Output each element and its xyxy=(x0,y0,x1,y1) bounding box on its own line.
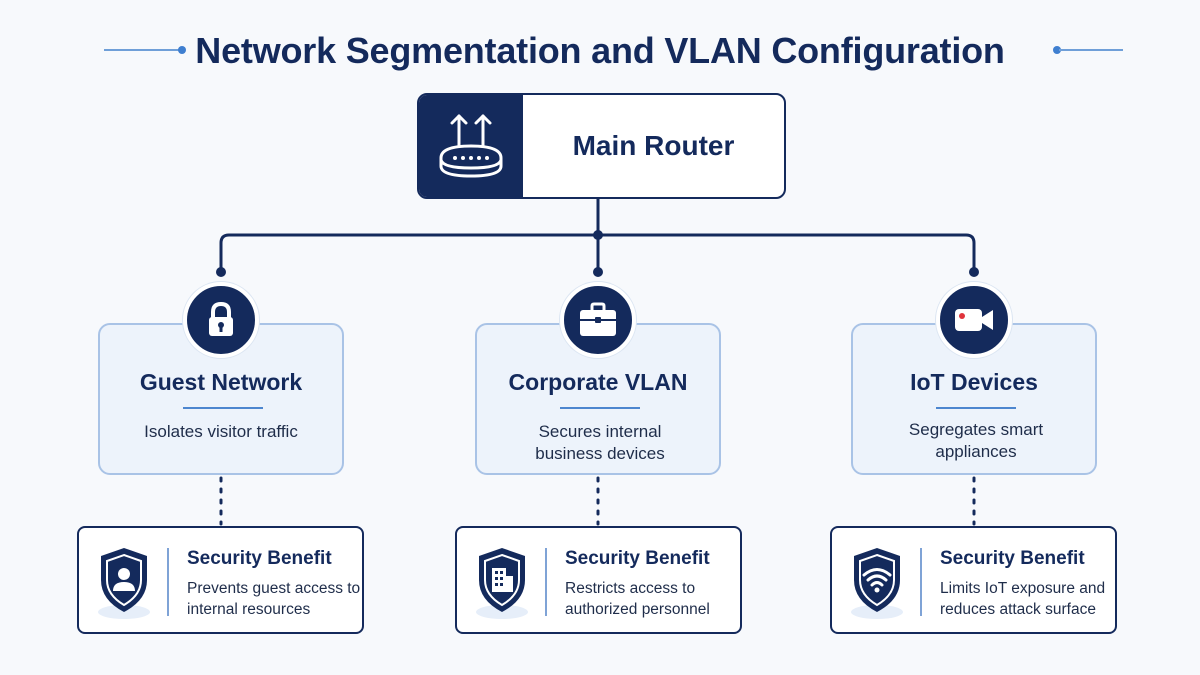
segment-divider xyxy=(183,407,263,409)
benefit-text: Prevents guest access to internal resour… xyxy=(187,580,361,618)
benefit-card-iot: Security Benefit Limits IoT exposure and… xyxy=(830,526,1117,634)
segment-description: Segregates smart appliances xyxy=(908,420,1044,461)
segment-title: Guest Network xyxy=(139,369,303,395)
segment-title: IoT Devices xyxy=(910,369,1038,395)
benefit-card-guest: Security Benefit Prevents guest access t… xyxy=(77,526,364,634)
title-deco-line-left xyxy=(104,49,180,51)
benefit-title: Security Benefit xyxy=(940,548,1085,569)
lock-icon xyxy=(183,282,259,358)
benefit-divider xyxy=(167,548,169,616)
benefit-card-corporate: Security Benefit Restricts access to aut… xyxy=(455,526,742,634)
shield-user-icon xyxy=(89,542,159,622)
benefit-divider xyxy=(545,548,547,616)
shield-wifi-icon xyxy=(842,542,912,622)
page-title: Network Segmentation and VLAN Configurat… xyxy=(195,30,1005,71)
router-label: Main Router xyxy=(572,130,735,161)
title-deco-dot-left xyxy=(178,46,186,54)
benefit-title: Security Benefit xyxy=(565,548,710,569)
segment-divider xyxy=(936,407,1016,409)
router-icon xyxy=(419,95,523,197)
briefcase-icon xyxy=(560,282,636,358)
benefit-text: Restricts access to authorized personnel xyxy=(565,580,710,618)
benefit-text: Limits IoT exposure and reduces attack s… xyxy=(940,580,1106,618)
benefit-title: Security Benefit xyxy=(187,548,332,569)
title-deco-dot-right xyxy=(1053,46,1061,54)
main-router-node: Main Router xyxy=(417,93,786,199)
shield-building-icon xyxy=(467,542,537,622)
camera-icon xyxy=(936,282,1012,358)
segment-title: Corporate VLAN xyxy=(508,369,688,395)
benefit-divider xyxy=(920,548,922,616)
segment-description: Secures internal business devices xyxy=(535,422,665,463)
segment-description: Isolates visitor traffic xyxy=(144,422,298,441)
title-row: Network Segmentation and VLAN Configurat… xyxy=(0,26,1200,76)
segment-divider xyxy=(560,407,640,409)
title-deco-line-right xyxy=(1059,49,1123,51)
